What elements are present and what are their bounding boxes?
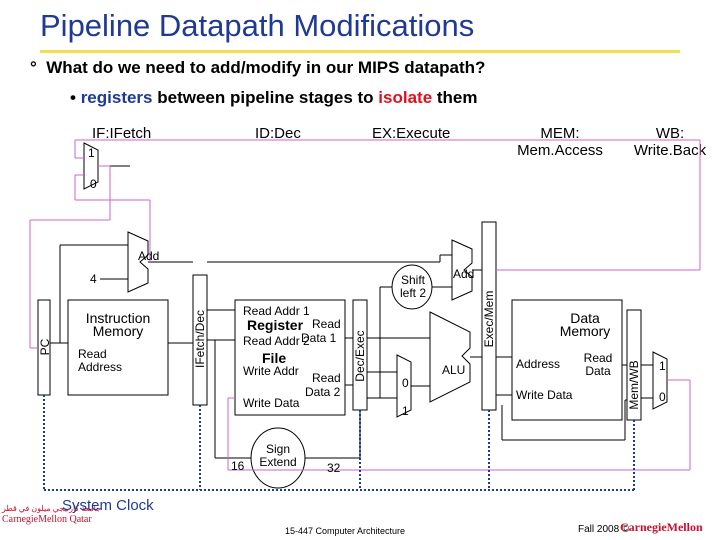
rf-write-data: Write Data	[243, 396, 300, 410]
stage-wb-line2: Write.Back	[633, 142, 707, 159]
register-file	[234, 299, 346, 416]
ifetch-dec-label: IFetch/Dec	[193, 309, 207, 369]
logo-left-english: CarnegieMellon Qatar	[2, 514, 92, 525]
rf-read-addr-2: Read Addr 2	[243, 334, 310, 348]
alu-mux-input-1: 1	[402, 404, 409, 418]
wb-mux	[652, 351, 668, 410]
cmu-logo: CarnegieMellon	[620, 520, 703, 534]
constant-four: 4	[90, 272, 97, 286]
dmem-read-line2: Data	[585, 364, 611, 378]
footer-term: Fall 2008 ©	[578, 524, 630, 535]
imem-line1: Instruction	[85, 310, 151, 326]
stage-mem-line1: MEM:	[540, 125, 580, 142]
dec-exec-label: Dec/Exec	[353, 330, 367, 382]
slide-title: Pipeline Datapath Modifications	[40, 8, 475, 43]
dmem-line1: Data	[570, 310, 600, 326]
cmu-qatar-logo: جامعة كارنيجي ميلون في قطر CarnegieMello…	[2, 503, 101, 525]
instruction-memory-title: Instruction Memory	[68, 310, 168, 339]
bullet-marker: °	[30, 58, 37, 77]
sign-extend-input-width: 16	[231, 459, 245, 473]
rf-register-title: Register	[247, 317, 304, 333]
imem-read-line2: Address	[78, 360, 123, 374]
sub-bullet-marker: •	[70, 88, 76, 107]
bullet2-mid: between pipeline stages to	[152, 88, 379, 107]
pc-label: PC	[38, 338, 52, 356]
imem-read-address: Read Address	[78, 348, 122, 374]
sign-extend-line2: Extend	[259, 455, 297, 469]
keyword-registers: registers	[80, 88, 153, 107]
branch-adder	[451, 239, 473, 301]
bullet-question: ° What do we need to add/modify in our M…	[30, 58, 485, 78]
wb-mux-input-1: 1	[659, 359, 666, 373]
footer-course: 15-447 Computer Architecture	[285, 526, 406, 536]
alu	[429, 311, 471, 403]
sign-extend-output-width: 32	[327, 461, 341, 475]
imem-read-line1: Read	[78, 347, 107, 361]
keyword-isolate: isolate	[378, 88, 433, 107]
data-memory	[511, 299, 623, 421]
bullet2-end: them	[432, 88, 478, 107]
wb-mux-input-0: 0	[659, 390, 666, 404]
stage-ex: EX:Execute	[372, 125, 451, 142]
mux-top-input-1: 1	[88, 146, 95, 160]
bullet-text: What do we need to add/modify in our MIP…	[46, 58, 486, 77]
stage-id: ID:Dec	[255, 125, 301, 142]
instruction-memory	[67, 299, 169, 396]
sign-extend-line1: Sign	[265, 442, 291, 456]
stage-wb: WB: Write.Back	[625, 125, 715, 159]
sign-extend-label: Sign Extend	[253, 443, 303, 469]
title-underline	[40, 50, 680, 53]
system-clock-label: System Clock	[62, 497, 154, 514]
alu-label: ALU	[442, 363, 466, 377]
stage-wb-line1: WB:	[655, 125, 685, 142]
alu-src-mux	[396, 354, 412, 418]
alu-mux-input-0: 0	[402, 376, 409, 390]
datapath-wires	[50, 165, 653, 459]
stage-mem-line2: Mem.Access	[517, 142, 603, 159]
rf-data-1: Data 1	[301, 331, 337, 345]
pc-adder-label: Add	[138, 249, 160, 263]
stage-if: IF:IFetch	[92, 125, 152, 142]
pc-source-mux	[83, 142, 99, 190]
rf-data-2: Data 2	[305, 385, 341, 399]
dmem-line2: Memory	[559, 323, 611, 339]
branch-adder-label: Add	[453, 267, 475, 281]
bullet-answer: • registers between pipeline stages to i…	[70, 88, 478, 108]
dmem-read-data: Read Data	[578, 352, 618, 378]
rf-write-addr: Write Addr	[243, 364, 299, 378]
data-memory-title: Data Memory	[540, 310, 630, 339]
rf-read-b: Read	[312, 371, 341, 385]
logo-left-arabic: جامعة كارنيجي ميلون في قطر	[2, 504, 102, 513]
exec-mem-label: Exec/Mem	[482, 290, 496, 348]
mem-wb-label: Mem/WB	[627, 360, 641, 410]
dmem-read-line1: Read	[583, 351, 613, 365]
shift-line2: left 2	[399, 286, 426, 300]
feedback-wires	[29, 139, 701, 471]
mux-top-input-0: 0	[90, 177, 97, 191]
rf-file-title: File	[262, 350, 287, 366]
clock-wires	[43, 395, 635, 491]
dmem-address: Address	[516, 357, 561, 371]
imem-line2: Memory	[92, 323, 144, 339]
shift-line1: Shift	[400, 273, 425, 287]
rf-read-addr-1: Read Addr 1	[243, 304, 310, 318]
rf-read-a: Read	[312, 317, 341, 331]
shift-left-label: Shift left 2	[392, 274, 434, 300]
pc-adder	[127, 231, 149, 293]
stage-mem: MEM: Mem.Access	[510, 125, 610, 159]
dmem-write-data: Write Data	[516, 388, 573, 402]
